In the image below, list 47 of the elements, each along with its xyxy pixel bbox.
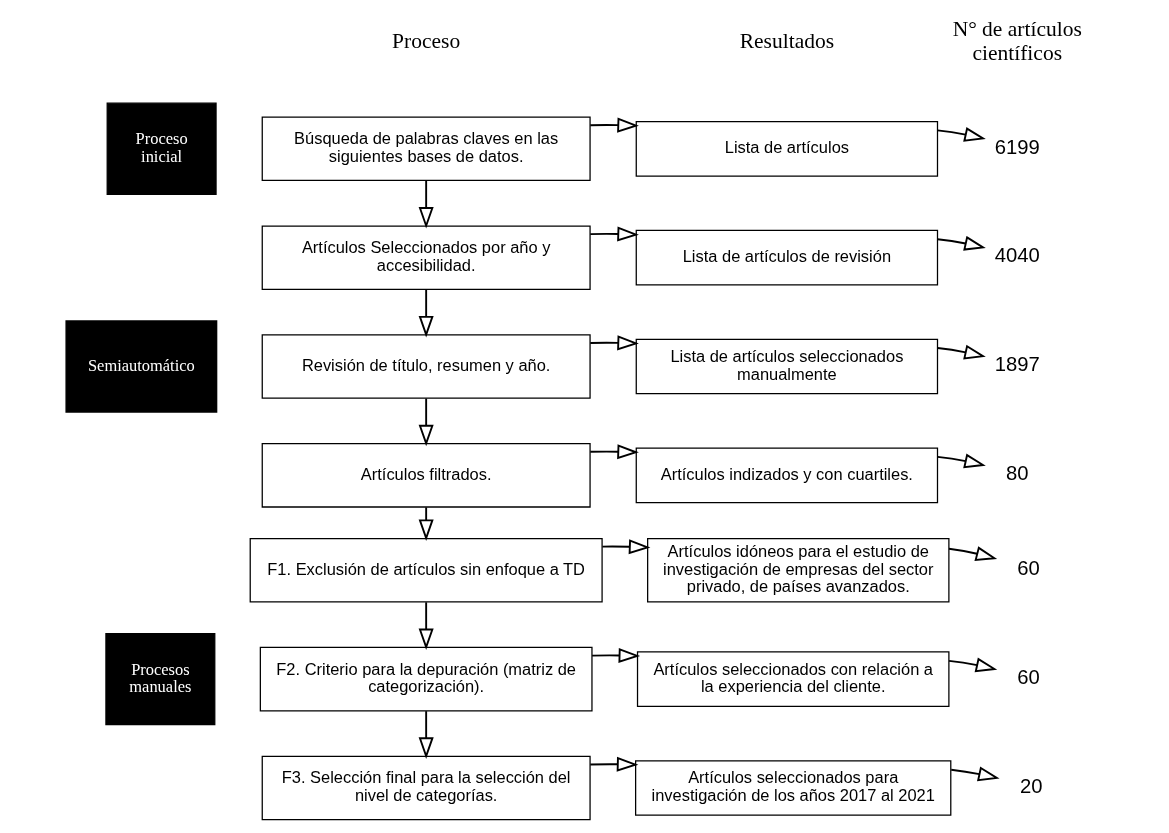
node-box: Procesos manuales (104, 632, 215, 726)
arrow (418, 397, 434, 447)
arrow (936, 235, 986, 251)
node-text: 60 (1016, 557, 1040, 580)
node-box: Artículos indizados y con cuartiles. (635, 447, 938, 504)
node-box: Artículos Seleccionados por año y accesibilidad. (261, 225, 591, 290)
arrow (936, 453, 986, 469)
node-text: 6199 (994, 135, 1040, 158)
node-text: 20 (1019, 774, 1042, 797)
node-box: Búsqueda de palabras claves en las siguientes bases de datos. (261, 116, 591, 182)
arrow (588, 226, 639, 242)
arrow (588, 444, 639, 460)
arrow (588, 335, 639, 351)
arrow (588, 756, 638, 772)
node-box: Lista de artículos seleccionados manualmente (635, 338, 938, 395)
node-box: F1. Exclusión de artículos sin enfoque a TD (249, 538, 603, 603)
arrow (418, 288, 434, 338)
node-box: F2. Criterio para la depuración (matriz de categorización). (259, 646, 593, 712)
node-box: Revisión de título, resumen y año. (261, 334, 591, 399)
arrow (936, 127, 986, 142)
arrow (418, 179, 434, 229)
node-box: Semiautomático (64, 320, 217, 413)
arrow (600, 539, 650, 555)
arrow (418, 710, 434, 759)
node-box: Proceso inicial (106, 102, 217, 195)
node-box: Artículos filtrados. (261, 443, 591, 508)
node-text: 60 (1016, 665, 1040, 688)
arrow (947, 546, 997, 561)
arrow (418, 601, 434, 651)
node-box: Lista de artículos (635, 120, 938, 177)
arrow (418, 506, 434, 541)
label: Resultados (739, 28, 834, 53)
node-box: Artículos seleccionados para investigación de los años 2017 al 2021 (634, 760, 951, 816)
arrow (588, 117, 639, 133)
node-box: Artículos idóneos para el estudio de investigación de empresas del sector privado, de países avanzados. (646, 538, 950, 603)
arrow (949, 766, 1000, 782)
node-box: Artículos seleccionados con relación a la experiencia del cliente. (636, 651, 950, 707)
node-text: 80 (1005, 462, 1028, 485)
label: Proceso (391, 28, 460, 53)
node-text: 1897 (994, 353, 1040, 376)
node-box: Lista de artículos de revisión (635, 229, 938, 286)
arrow (590, 647, 640, 663)
label: N° de artículos científicos (952, 16, 1082, 65)
arrow (936, 344, 986, 360)
node-text: 4040 (994, 244, 1040, 267)
node-box: F3. Selección final para la selección del nivel de categorías. (261, 755, 591, 821)
arrow (947, 657, 997, 673)
